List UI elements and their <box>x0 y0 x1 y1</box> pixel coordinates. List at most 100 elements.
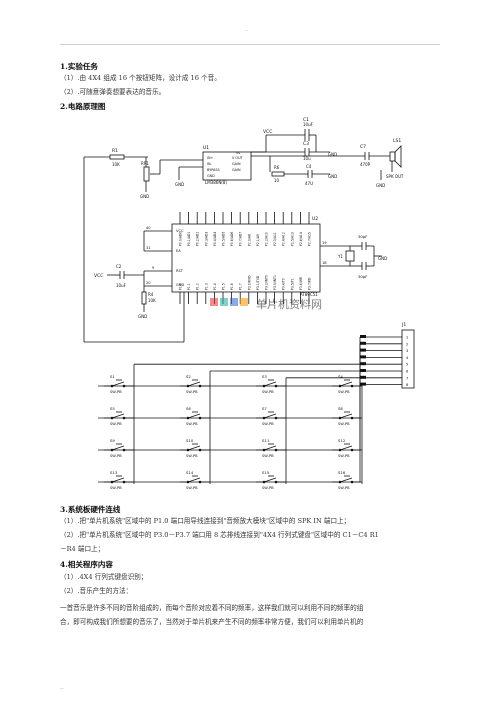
u2-top-pin-label: P0.6/AD6 <box>230 232 234 246</box>
u2-pin-ea: EA <box>176 249 181 253</box>
u2-top-pin-label: P0.0/AD0 <box>179 232 183 246</box>
j1-label: J1 <box>401 322 406 328</box>
switch-lever <box>339 381 353 387</box>
gnd-label-5: GND <box>376 183 385 188</box>
rp1-label: RP1 <box>141 161 149 166</box>
header-rule <box>60 44 440 45</box>
u2-bottom-pin-label: P1.0 <box>179 283 183 290</box>
switch-lever <box>263 381 277 387</box>
switch-node <box>338 448 342 452</box>
switch-node <box>122 384 126 388</box>
u1-part: LM386N(8) <box>205 180 227 185</box>
u2-bottom-pin-label: P3.3/INT1 <box>273 275 277 290</box>
key-part: SW-PB <box>186 486 198 490</box>
key-part: SW-PB <box>110 486 122 490</box>
j1-pin-number: 8 <box>406 383 409 387</box>
u1-pin-in-minus: IN- <box>207 162 213 166</box>
j1-pin-number: 5 <box>406 363 408 367</box>
switch-node <box>122 480 126 484</box>
u2-top-pin-label: P2.3/A11 <box>273 232 277 246</box>
switch-node <box>110 448 114 452</box>
u2-bottom-pin-label: P3.4/T0 <box>282 278 286 290</box>
switch-node <box>122 448 126 452</box>
xtal-cap-1: 30pF <box>358 234 367 239</box>
key-label: S7 <box>262 406 267 411</box>
c1-value: 10uF <box>303 122 314 127</box>
header-mark: . <box>246 26 248 33</box>
switch-node <box>110 480 114 484</box>
u2-pin-num-40: 40 <box>146 226 151 230</box>
task-item-2: （2）.可随意弹奏想要表达的音乐。 <box>60 88 166 96</box>
u1-pin-gnd: GND <box>207 174 215 178</box>
key-label: S3 <box>262 374 267 379</box>
wiring-item-2a: （2）.把"单片机系统"区域中的 P3.0－P3.7 端口用 8 芯排线连接到"… <box>60 531 379 539</box>
u2-bottom-pin-label: P3.2/INT0 <box>265 275 269 290</box>
key-label: S12 <box>338 438 346 443</box>
switch-node <box>338 384 342 388</box>
key-label: S5 <box>110 406 115 411</box>
u2-pin-gnd: GND <box>176 283 184 287</box>
key-part: SW-PB <box>110 454 122 458</box>
key-label: S8 <box>338 406 343 411</box>
key-label: S9 <box>110 438 115 443</box>
key-label: S14 <box>186 470 194 475</box>
vcc-label-left: VCC <box>94 273 103 279</box>
u2-bottom-pin-label: P3.7/RD <box>308 277 312 290</box>
j1-pin-number: 7 <box>406 376 408 380</box>
bus-marker <box>360 382 366 386</box>
task-item-1: （1）.由 4X4 组成 16 个按钮矩阵，设计成 16 个音。 <box>60 74 221 82</box>
key-label: S13 <box>110 470 118 475</box>
u1-label: U1 <box>203 145 209 151</box>
u2-bottom-pin-label: P3.6/WR <box>299 276 303 290</box>
gnd-label-2: GND <box>175 182 184 187</box>
u2-bottom-pin-label: P3.1/TXD <box>256 275 260 290</box>
u2-bottom-pin-label: P1.6 <box>230 283 234 290</box>
key-label: S2 <box>186 374 191 379</box>
u2-pin-num-9: 9 <box>152 266 155 270</box>
switch-node <box>274 448 278 452</box>
u2-top-pin-label: P0.3/AD3 <box>204 232 208 246</box>
switch-node <box>350 448 354 452</box>
switch-lever <box>187 381 201 387</box>
u2-top-pin-label: P2.6/A14 <box>299 232 303 246</box>
wiring-heading: 3.系统板硬件连线 <box>60 505 121 514</box>
key-part: SW-PB <box>262 454 274 458</box>
switch-lever <box>111 413 125 419</box>
switch-lever <box>339 477 353 483</box>
c3-value: 10u <box>303 156 311 161</box>
speaker-ls1 <box>389 151 396 162</box>
switch-lever <box>111 477 125 483</box>
key-part: SW-PB <box>338 422 350 426</box>
circuit-schematic: R1 10K RP1 GND GND U1 LM386N(8) IN+ IN- … <box>83 117 415 490</box>
switch-node <box>186 416 190 420</box>
gnd-label-1: GND <box>140 194 149 199</box>
switch-lever <box>263 413 277 419</box>
c4-value: 47U <box>305 181 313 186</box>
switch-lever <box>263 477 277 483</box>
switch-node <box>350 416 354 420</box>
u2-bottom-pin-label: P3.0/RXD <box>247 275 251 290</box>
gnd-label-3: GND <box>328 152 337 157</box>
chip-u1 <box>202 151 252 181</box>
switch-node <box>262 416 266 420</box>
crystal-label: Y1 <box>337 254 343 259</box>
watermark-text: 单片机资料网 <box>256 297 322 311</box>
spk-out-label: SPK OUT <box>386 174 404 179</box>
switch-node <box>198 448 202 452</box>
u2-pin-rst: RST <box>176 269 184 273</box>
u2-bottom-pin-label: P3.5/T1 <box>290 278 294 290</box>
watermark-logo: 单片机资料网 <box>210 297 322 311</box>
r1-value: 10K <box>112 162 120 167</box>
speaker-icon <box>394 145 402 168</box>
switch-lever <box>187 413 201 419</box>
switch-lever <box>111 381 125 387</box>
key-part: SW-PB <box>338 454 350 458</box>
bus-marker <box>360 355 366 359</box>
bus-marker <box>360 375 366 379</box>
